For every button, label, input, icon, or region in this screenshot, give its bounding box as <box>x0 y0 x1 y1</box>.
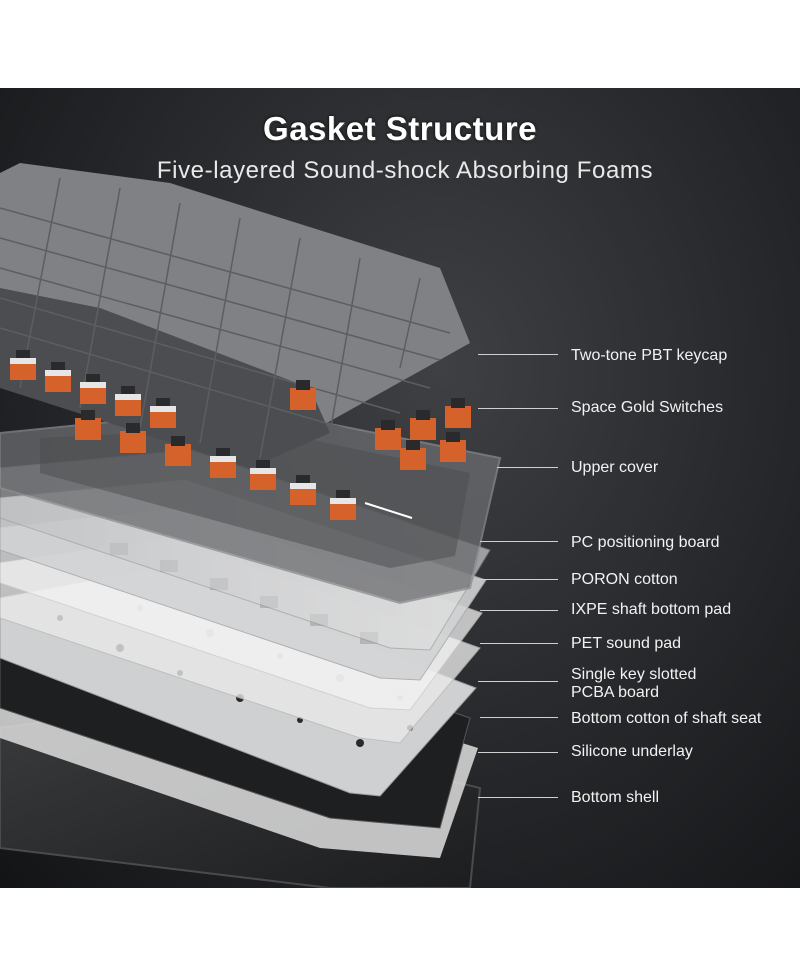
label-keycap: Two-tone PBT keycap <box>571 347 728 364</box>
keycap-grid <box>0 177 451 459</box>
label-pet-sound-pad: PET sound pad <box>571 635 682 652</box>
page-title: Gasket Structure <box>263 110 537 147</box>
exploded-keyboard-illustration <box>0 163 502 888</box>
label-upper-cover: Upper cover <box>571 459 659 476</box>
callout-line-silicone <box>478 752 558 753</box>
label-pcba-line1: Single key slotted <box>571 666 697 683</box>
callout-line-upper-cover <box>497 467 558 468</box>
label-silicone-underlay: Silicone underlay <box>571 743 693 760</box>
callout-line-pcba <box>478 681 558 682</box>
label-pcba-line2: PCBA board <box>571 684 660 701</box>
switches <box>10 350 471 520</box>
label-bottom-cotton: Bottom cotton of shaft seat <box>571 710 762 727</box>
keycap-block-light <box>0 163 470 438</box>
callout-line-keycap <box>478 354 558 355</box>
callout-line-bottom-cotton <box>480 717 558 718</box>
callout-line-bottom-shell <box>478 797 558 798</box>
callout-line-pet <box>480 643 558 644</box>
label-poron-cotton: PORON cotton <box>571 571 678 588</box>
callout-line-poron <box>478 579 558 580</box>
label-ixpe-pad: IXPE shaft bottom pad <box>571 601 732 618</box>
label-bottom-shell: Bottom shell <box>571 789 660 806</box>
label-switches: Space Gold Switches <box>571 399 724 416</box>
callout-line-switches <box>478 408 558 409</box>
callout-line-ixpe <box>480 610 558 611</box>
page-subtitle: Five-layered Sound-shock Absorbing Foams <box>156 157 654 184</box>
callout-line-pc-board <box>480 541 558 542</box>
keycap-block-dark <box>0 288 330 468</box>
label-pc-positioning-board: PC positioning board <box>571 534 720 551</box>
